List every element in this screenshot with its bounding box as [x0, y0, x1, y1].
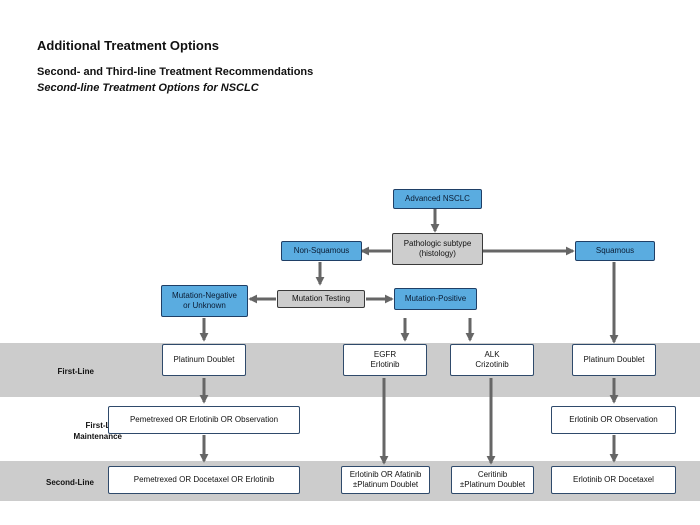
row-label-first-line-maintenance: First-Line Maintenance [73, 421, 122, 441]
node-second-line-egfr: Erlotinib OR Afatinib±Platinum Doublet [341, 466, 430, 494]
page-title: Additional Treatment Options [37, 38, 220, 53]
node-pathologic-subtype: Pathologic subtype(histology) [392, 233, 483, 265]
node-mutation-positive: Mutation-Positive [394, 288, 477, 310]
node-maintenance-right: Erlotinib OR Observation [551, 406, 676, 434]
node-second-line-alk: Ceritinib±Platinum Doublet [451, 466, 534, 494]
node-first-line-platinum-right: Platinum Doublet [572, 344, 656, 376]
node-second-line-right: Erlotinib OR Docetaxel [551, 466, 676, 494]
figure-caption: Second-line Treatment Options for NSCLC [37, 82, 259, 94]
node-mutation-testing: Mutation Testing [277, 290, 365, 308]
page-subtitle: Second- and Third-line Treatment Recomme… [37, 66, 314, 78]
row-label-first-line: First-Line [57, 367, 94, 376]
node-maintenance-left: Pemetrexed OR Erlotinib OR Observation [108, 406, 300, 434]
node-squamous: Squamous [575, 241, 655, 261]
node-first-line-platinum-left: Platinum Doublet [162, 344, 246, 376]
node-non-squamous: Non-Squamous [281, 241, 362, 261]
node-second-line-left: Pemetrexed OR Docetaxel OR Erlotinib [108, 466, 300, 494]
row-label-second-line: Second-Line [45, 478, 94, 487]
node-advanced-nsclc: Advanced NSCLC [393, 189, 482, 209]
